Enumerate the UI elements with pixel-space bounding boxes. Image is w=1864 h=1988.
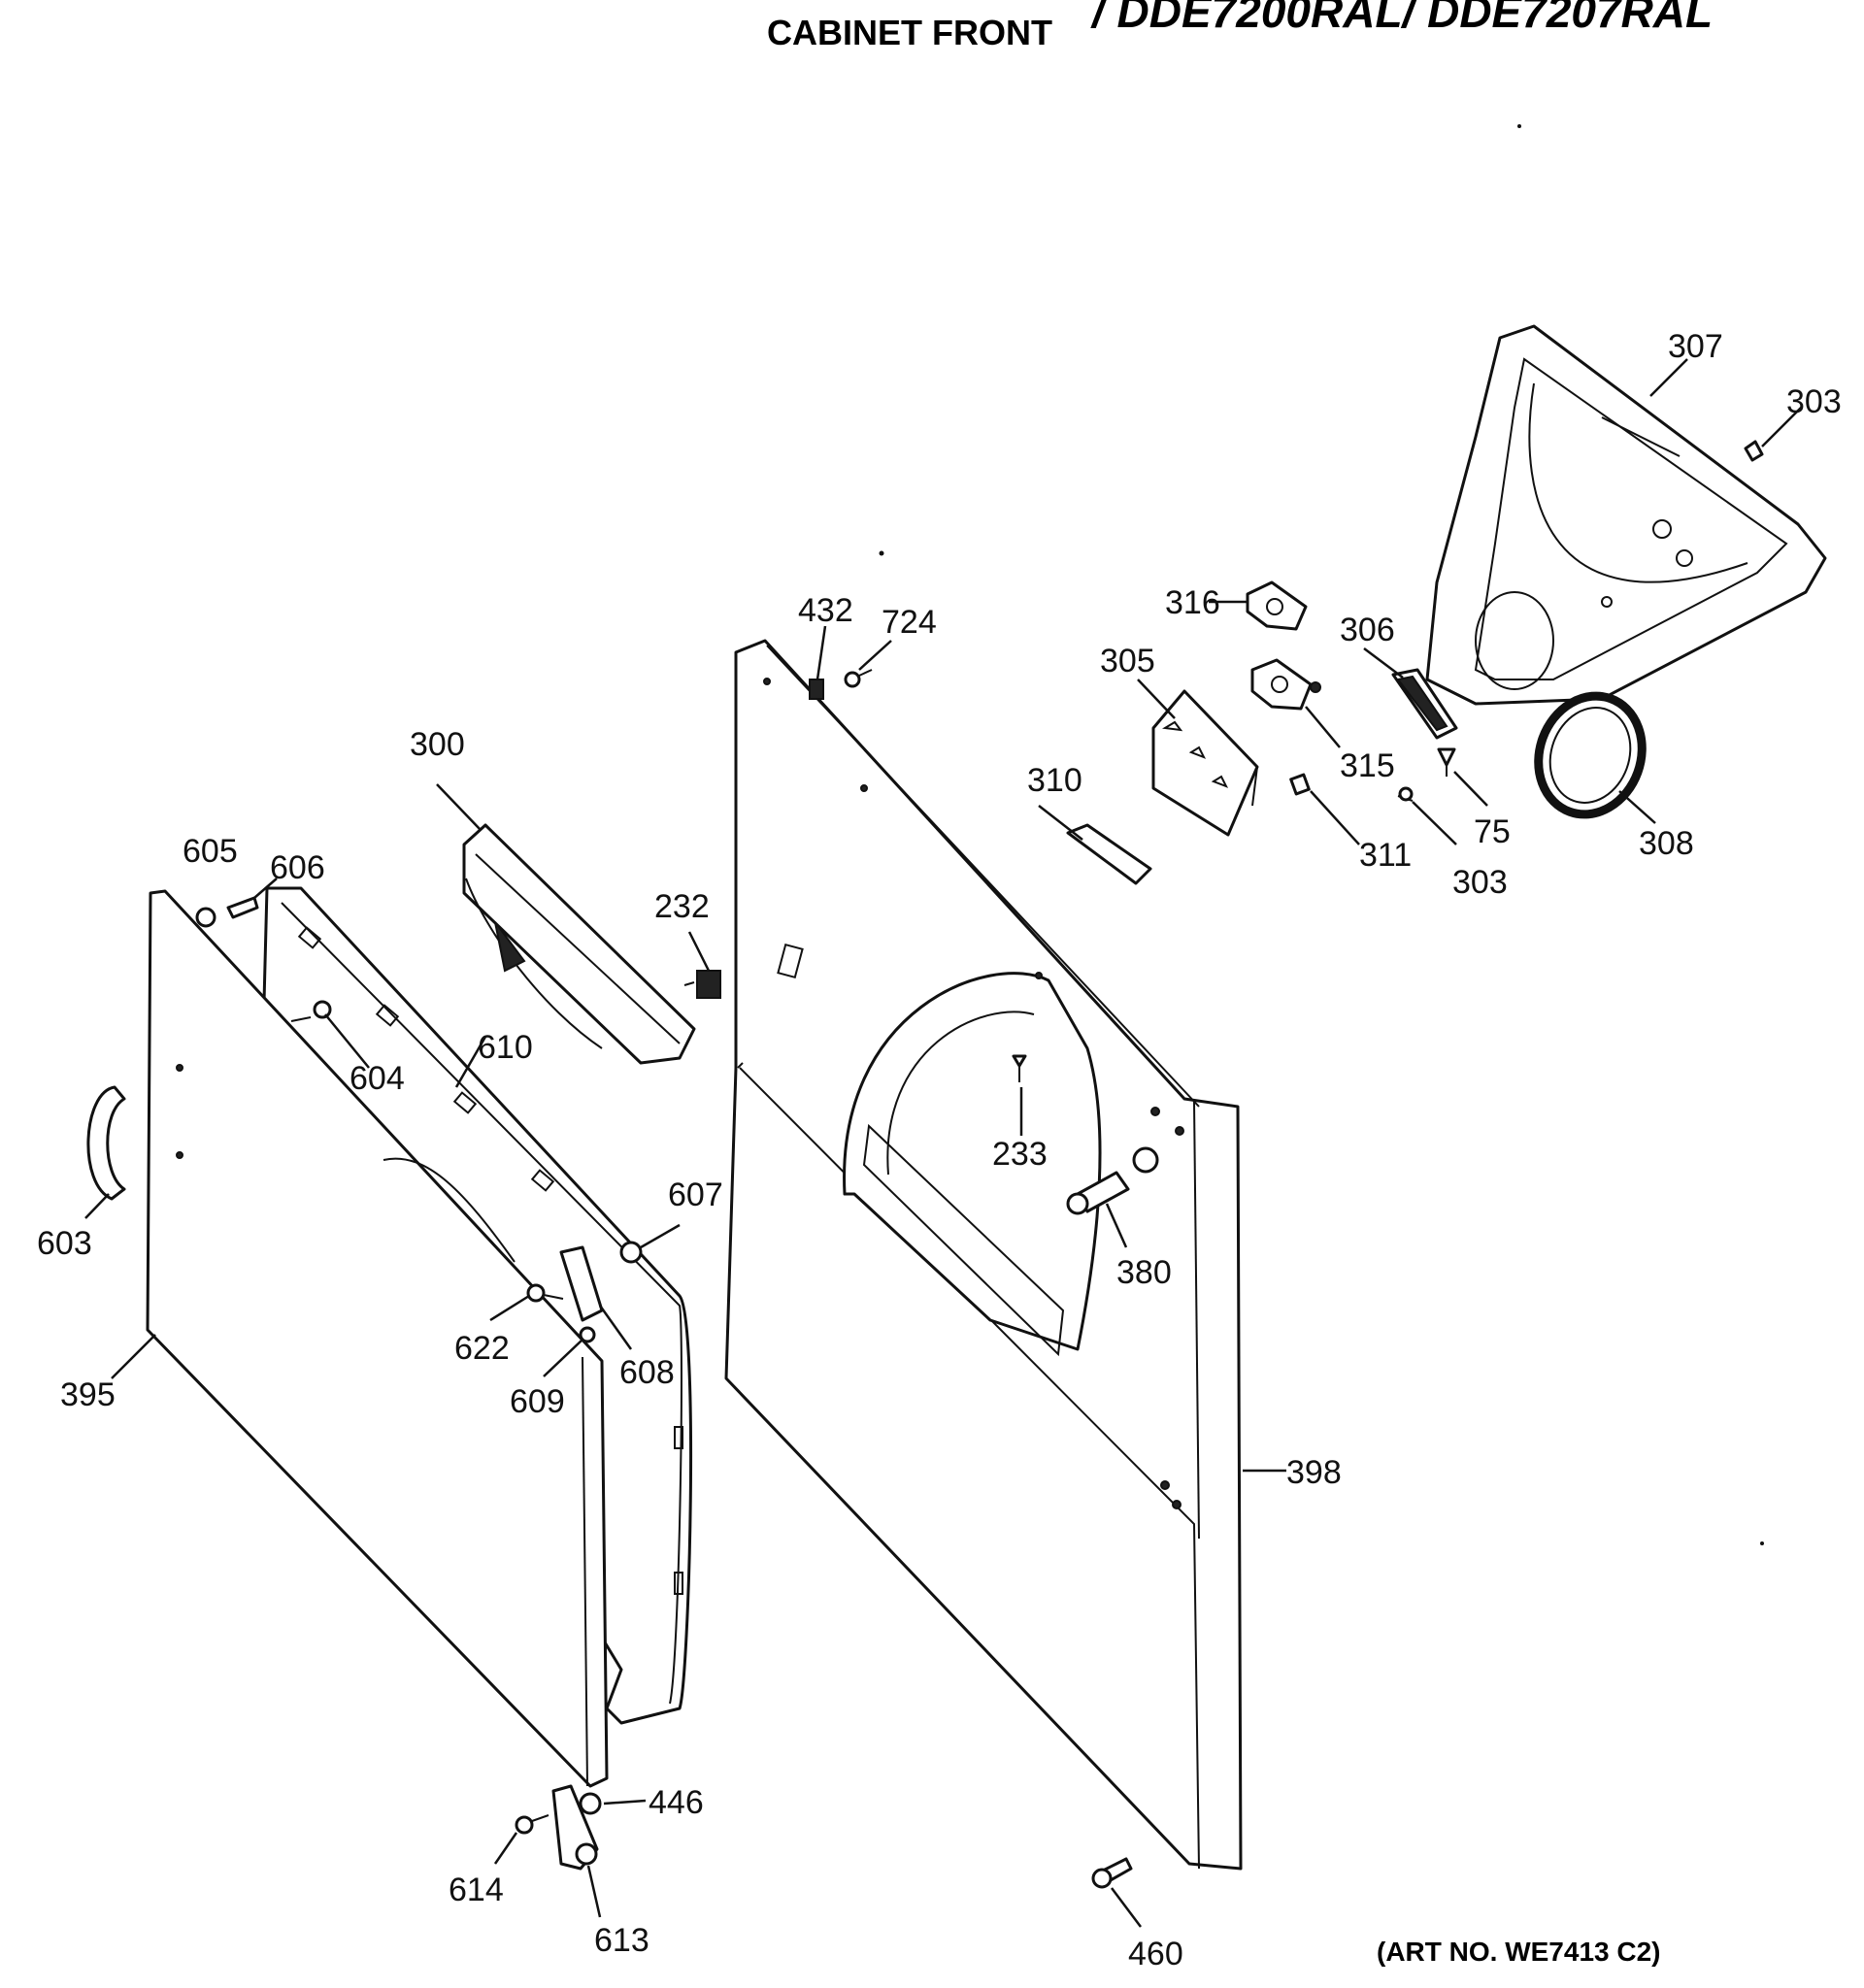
callout-75: 75: [1474, 813, 1511, 850]
callout-607: 607: [668, 1176, 723, 1213]
part-306-bracket: [1391, 668, 1458, 740]
part-233-pin: [1012, 1054, 1027, 1082]
part-604-screw: [290, 1000, 332, 1022]
page-subtitle: CABINET FRONT: [767, 13, 1052, 52]
part-300-duct: [462, 823, 696, 1065]
part-303-screw-lower: [1397, 786, 1414, 802]
callout-432: 432: [798, 592, 853, 629]
callout-303-lower: 303: [1452, 864, 1508, 901]
callout-315: 315: [1340, 747, 1395, 784]
part-307-bulkhead: [1425, 324, 1827, 706]
part-613-hinge: [551, 1784, 599, 1871]
callout-608: 608: [619, 1354, 675, 1391]
callout-446: 446: [649, 1784, 704, 1821]
part-607-bumper: [619, 1241, 643, 1264]
callout-380: 380: [1116, 1254, 1172, 1291]
callout-305: 305: [1100, 643, 1155, 679]
scan-speck: [1760, 1541, 1764, 1545]
part-305-plate: [1151, 689, 1259, 837]
callout-614: 614: [449, 1872, 504, 1908]
leader-lines: [84, 358, 1802, 1928]
callout-311: 311: [1359, 837, 1412, 874]
callout-613: 613: [594, 1922, 649, 1959]
scan-speck: [879, 550, 884, 556]
callout-233: 233: [992, 1136, 1048, 1173]
callout-460: 460: [1128, 1936, 1183, 1972]
part-311-clip: [1289, 773, 1311, 796]
part-432-clip: [809, 679, 824, 700]
part-605-bumper: [195, 907, 216, 928]
callout-398: 398: [1286, 1454, 1342, 1491]
part-380-switch: [1066, 1146, 1159, 1215]
part-75-screw: [1437, 747, 1456, 777]
callout-606: 606: [270, 849, 325, 886]
part-310-strip: [1066, 823, 1152, 885]
part-315-plate: [1250, 658, 1321, 711]
callout-labels: 307 303 316 306 305 315 432 724 300 310 …: [37, 328, 1842, 1972]
callout-609: 609: [510, 1383, 565, 1420]
part-308-ring-seal: [1534, 691, 1647, 819]
part-446-bumper: [579, 1792, 602, 1815]
part-603-handle: [86, 1085, 126, 1201]
callout-316: 316: [1165, 584, 1220, 621]
part-606-screw: [226, 896, 259, 919]
part-609-clip: [579, 1326, 596, 1343]
part-724-screw: [844, 669, 873, 688]
part-622-screw: [526, 1283, 564, 1303]
callout-603: 603: [37, 1225, 92, 1262]
part-232-switch: [683, 970, 721, 999]
part-395-door-panel: [146, 889, 609, 1788]
callout-308: 308: [1639, 825, 1694, 862]
part-303-screw-upper: [1744, 440, 1764, 462]
callout-610: 610: [478, 1029, 533, 1066]
callout-307: 307: [1668, 328, 1723, 365]
part-608-hinge: [559, 1245, 604, 1322]
callout-622: 622: [454, 1330, 510, 1367]
callout-303-upper: 303: [1786, 383, 1842, 420]
art-number: (ART NO. WE7413 C2): [1377, 1937, 1661, 1967]
part-398-cabinet-front: [724, 639, 1243, 1871]
model-title-fragment: / DDE7200RAL/ DDE7207RAL: [1090, 0, 1713, 37]
callout-604: 604: [350, 1060, 405, 1097]
part-614-screw: [515, 1814, 549, 1835]
callout-232: 232: [654, 888, 710, 925]
callout-605: 605: [183, 833, 238, 870]
part-460-screw: [1091, 1857, 1133, 1889]
callout-395: 395: [60, 1376, 116, 1413]
scan-speck: [1517, 124, 1521, 128]
callout-306: 306: [1340, 612, 1395, 648]
callout-300: 300: [410, 726, 465, 763]
callout-724: 724: [882, 604, 937, 641]
part-316-plate: [1246, 580, 1308, 631]
callout-310: 310: [1027, 762, 1082, 799]
